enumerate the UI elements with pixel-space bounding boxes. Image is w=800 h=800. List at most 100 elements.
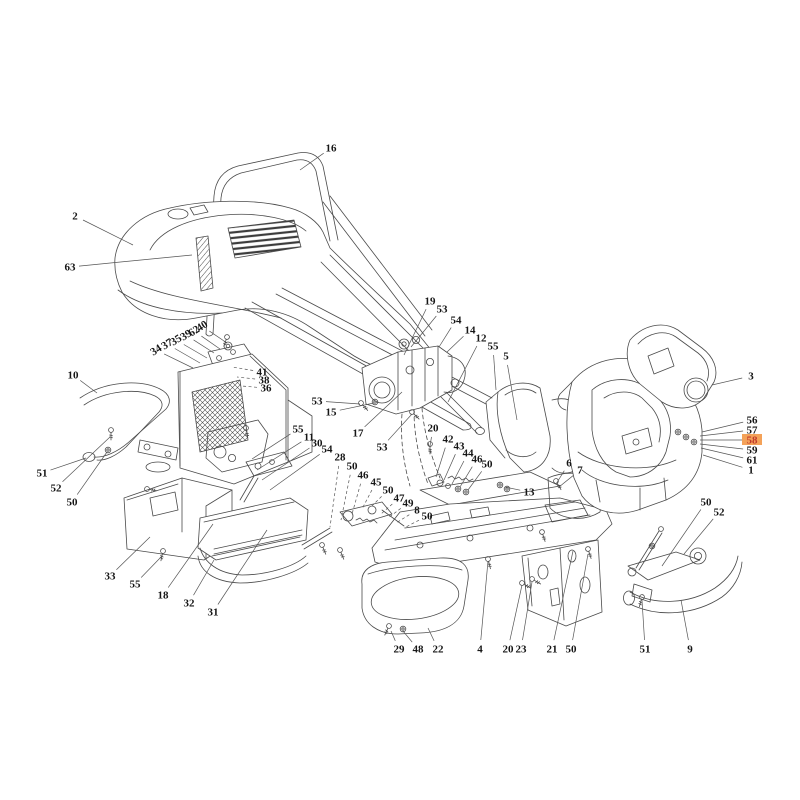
part-label-36[interactable]: 36: [261, 383, 273, 395]
part-label-4[interactable]: 4: [477, 644, 483, 656]
part-label-8[interactable]: 8: [414, 505, 420, 517]
part-label-56[interactable]: 56: [747, 415, 759, 427]
part-callout-53: 53: [410, 304, 449, 348]
part-callout-38: 38: [236, 375, 271, 387]
leader-line-9: [680, 599, 689, 641]
part-label-54[interactable]: 54: [322, 444, 334, 456]
part-callout-52: 52: [683, 507, 726, 555]
part-label-3[interactable]: 3: [748, 371, 754, 383]
leader-line-19: [403, 308, 427, 356]
part-label-50[interactable]: 50: [347, 461, 359, 473]
part-label-31[interactable]: 31: [208, 607, 219, 619]
part-label-51[interactable]: 51: [640, 644, 651, 656]
side-panel-5: [485, 382, 589, 474]
part-label-2[interactable]: 2: [72, 211, 78, 223]
leader-line-16: [299, 152, 324, 171]
leader-line-62: [201, 335, 221, 350]
part-label-32[interactable]: 32: [184, 598, 196, 610]
part-label-13[interactable]: 13: [524, 487, 536, 499]
leader-line-59: [699, 443, 744, 450]
leader-line-12: [447, 345, 478, 403]
leader-line-33: [116, 536, 151, 570]
part-label-44[interactable]: 44: [463, 448, 475, 460]
part-callout-50: 50: [340, 461, 359, 521]
part-label-7[interactable]: 7: [577, 465, 583, 477]
part-label-5[interactable]: 5: [503, 351, 509, 363]
part-label-46[interactable]: 46: [358, 470, 370, 482]
part-label-63[interactable]: 63: [65, 262, 77, 274]
part-label-46[interactable]: 46: [472, 454, 484, 466]
leader-line-54: [269, 454, 320, 491]
part-label-20[interactable]: 20: [503, 644, 515, 656]
part-label-50[interactable]: 50: [383, 485, 395, 497]
part-label-50[interactable]: 50: [67, 497, 79, 509]
part-label-12[interactable]: 12: [476, 333, 488, 345]
leader-line-46: [459, 466, 473, 488]
part-label-51[interactable]: 51: [37, 468, 48, 480]
leader-line-53: [387, 413, 413, 441]
part-callout-43: 43: [443, 441, 466, 481]
part-label-15[interactable]: 15: [326, 407, 338, 419]
leader-line-52: [683, 518, 714, 555]
part-label-45[interactable]: 45: [371, 477, 383, 489]
part-label-14[interactable]: 14: [465, 325, 477, 337]
part-callout-48: 48: [402, 630, 425, 656]
leader-line-63: [78, 254, 193, 267]
part-label-53[interactable]: 53: [437, 304, 449, 316]
support-bracket-21: [518, 528, 603, 627]
part-label-10[interactable]: 10: [68, 370, 80, 382]
part-label-50[interactable]: 50: [482, 459, 494, 471]
part-label-43[interactable]: 43: [454, 441, 466, 453]
part-callout-51: 51: [37, 457, 87, 480]
part-label-33[interactable]: 33: [105, 571, 117, 583]
part-label-55[interactable]: 55: [488, 341, 500, 353]
part-label-11[interactable]: 11: [304, 432, 314, 444]
part-label-48[interactable]: 48: [413, 644, 425, 656]
part-label-50[interactable]: 50: [566, 644, 578, 656]
part-label-38[interactable]: 38: [259, 375, 271, 387]
part-label-53[interactable]: 53: [312, 396, 324, 408]
leader-line-57: [699, 430, 744, 437]
part-label-57[interactable]: 57: [747, 425, 759, 437]
leader-line-51: [50, 457, 87, 471]
part-label-6[interactable]: 6: [566, 458, 572, 470]
part-label-17[interactable]: 17: [353, 428, 365, 440]
part-label-55[interactable]: 55: [130, 579, 142, 591]
part-label-55[interactable]: 55: [293, 424, 305, 436]
part-label-52[interactable]: 52: [714, 507, 726, 519]
part-label-50[interactable]: 50: [701, 497, 713, 509]
part-callout-57: 57: [699, 425, 759, 437]
part-callout-63: 63: [65, 254, 193, 274]
part-label-22[interactable]: 22: [433, 644, 445, 656]
part-label-47[interactable]: 47: [394, 493, 406, 505]
part-label-61[interactable]: 61: [747, 455, 758, 467]
part-label-21[interactable]: 21: [547, 644, 558, 656]
part-label-59[interactable]: 59: [747, 445, 759, 457]
part-label-54[interactable]: 54: [451, 315, 463, 327]
leader-line-55: [251, 433, 291, 460]
part-label-23[interactable]: 23: [516, 644, 528, 656]
part-label-28[interactable]: 28: [335, 452, 347, 464]
leader-line-15: [339, 402, 375, 411]
part-label-16[interactable]: 16: [326, 143, 338, 155]
leader-line-39: [193, 339, 215, 354]
leader-line-51: [641, 599, 645, 641]
part-label-29[interactable]: 29: [394, 644, 406, 656]
part-label-58[interactable]: 58: [747, 435, 759, 447]
part-callout-50: 50: [403, 511, 434, 529]
part-label-18[interactable]: 18: [158, 590, 170, 602]
part-label-50[interactable]: 50: [422, 511, 434, 523]
part-label-30[interactable]: 30: [312, 438, 324, 450]
leader-line-4: [480, 560, 489, 641]
part-label-53[interactable]: 53: [377, 442, 389, 454]
part-label-49[interactable]: 49: [403, 498, 415, 510]
part-label-9[interactable]: 9: [687, 644, 693, 656]
part-label-20[interactable]: 20: [428, 423, 440, 435]
part-label-42[interactable]: 42: [443, 434, 455, 446]
part-label-1[interactable]: 1: [748, 465, 754, 477]
part-label-19[interactable]: 19: [425, 296, 437, 308]
hood-cover-3: [626, 324, 717, 409]
part-label-52[interactable]: 52: [51, 483, 63, 495]
part-label-41[interactable]: 41: [257, 367, 268, 379]
handle-bar-10: [79, 382, 179, 473]
